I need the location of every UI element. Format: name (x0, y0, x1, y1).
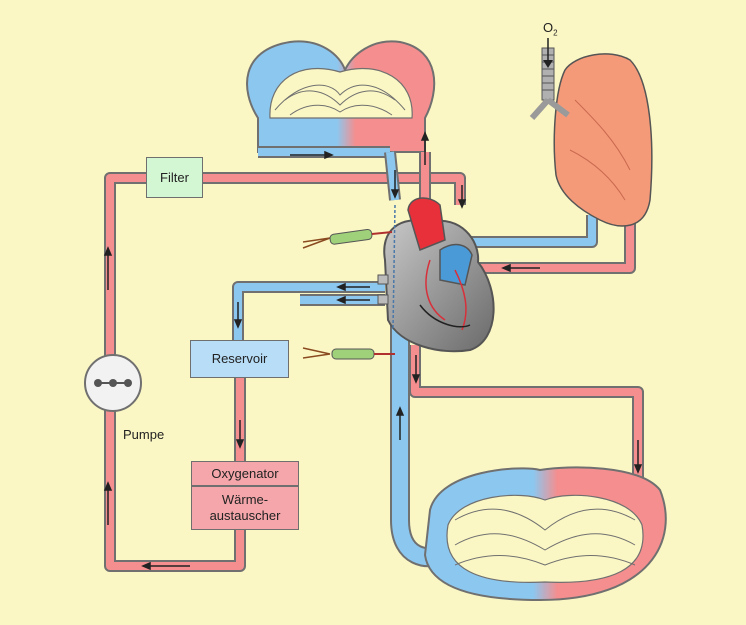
heat-exchanger-label: Wärme- austauscher (209, 492, 281, 523)
filter-box: Filter (146, 157, 203, 198)
cannula-bottom (302, 347, 395, 360)
lung (553, 53, 653, 227)
flow-arrows (103, 131, 643, 571)
lower-capillary-bed (423, 466, 667, 602)
trachea (529, 38, 570, 120)
pump (84, 354, 142, 412)
reservoir-box: Reservoir (190, 340, 289, 378)
oxygen-label: O2 (543, 20, 558, 38)
reservoir-label: Reservoir (211, 351, 268, 366)
cannula-top (302, 229, 393, 249)
oxygen-subscript: 2 (553, 28, 558, 38)
oxygenator-box: Oxygenator (191, 461, 299, 486)
heart (377, 197, 495, 353)
oxygen-symbol: O (543, 20, 554, 35)
filter-label: Filter (160, 169, 189, 185)
oxygenator-label: Oxygenator (211, 465, 279, 481)
pump-label: Pumpe (123, 427, 165, 442)
heat-exchanger-box: Wärme- austauscher (191, 486, 299, 530)
